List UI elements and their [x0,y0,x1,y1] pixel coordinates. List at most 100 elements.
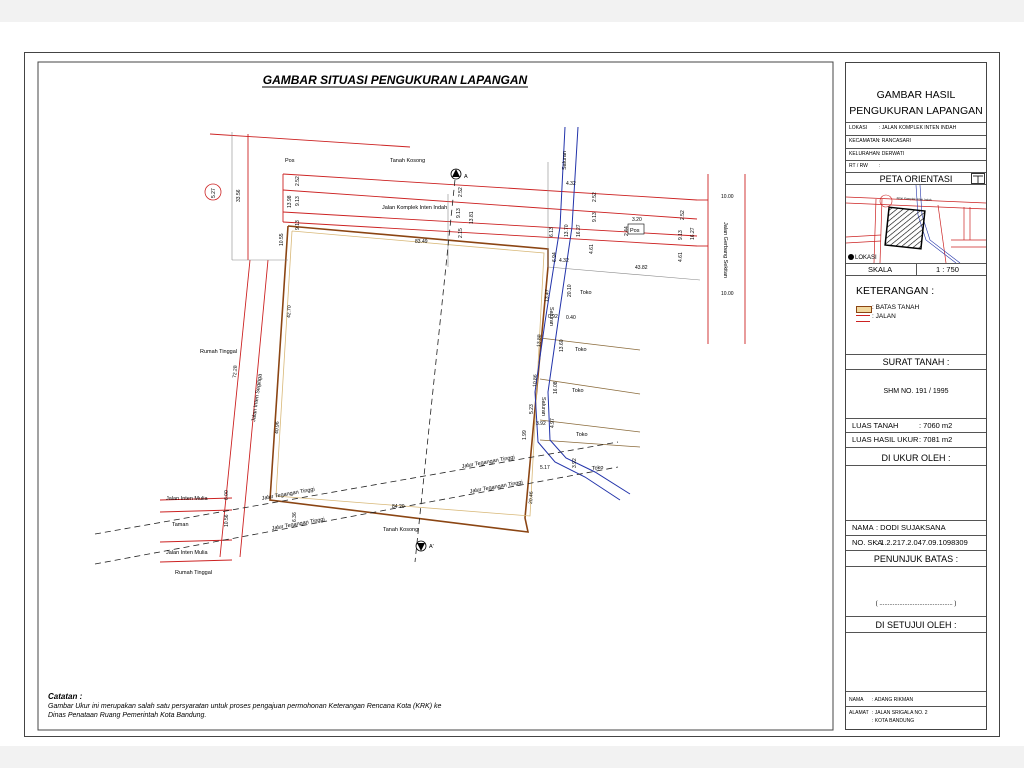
notes-line-2: Dinas Penataan Ruang Pemerintah Kota Ban… [48,712,207,719]
road-mulia-2b [159,559,233,563]
point-markers [204,168,645,552]
dim-d37: 13.60 [559,339,565,352]
toko-line-2 [539,378,641,395]
dim-d7: 13.88 [536,334,543,347]
dim-d4: 84.20 [392,504,405,510]
dim-d49: 9.13 [456,208,462,218]
label-jalan-mulia-1: Jalan Inten Mulia [166,496,209,502]
road-mulia-1a [159,497,233,501]
legend-batas-swatch [856,306,872,313]
nama2-label: NAMA [849,697,864,703]
dim-d12: 10.00 [721,194,734,200]
road-mulia-1b [159,509,233,513]
rule [846,354,986,355]
label-tanah-kosong-bottom: Tanah Kosong [383,527,418,533]
rule [846,706,986,707]
road-komplek-line4 [282,221,698,247]
o-lokasi-label: LOKASI [855,255,877,261]
rule [846,535,986,536]
label-taman: Taman [172,522,189,528]
kelurahan-value: : DERWATI [879,151,905,157]
o-site-hatched [884,206,926,250]
info-panel: GAMBAR HASIL PENGUKURAN LAPANGAN LOKASI … [845,62,987,730]
road-upper-left [209,133,411,148]
rule [846,418,986,419]
shm-number: SHM NO. 191 / 1995 [883,388,949,395]
label-jalur-3: Jalur Tegangan Tinggi [261,487,315,502]
river [534,126,631,501]
keterangan-title: KETERANGAN : [856,285,935,297]
panel-header-1: GAMBAR HASIL [876,89,956,101]
rule [846,616,986,617]
road-komplek-top [282,173,698,201]
dim-d20: 9.13 [295,220,301,230]
dim-d5: 20.46 [528,491,535,504]
grey-lines [231,132,701,281]
rule [846,184,986,185]
lokasi-value: : JALAN KOMPLEK INTEN INDAH [879,125,957,131]
alamat-value-2: : KOTA BANDUNG [872,718,915,724]
dim-d8: 10.86 [532,374,539,387]
map-labels: Pos Tanah Kosong A Jalan Komplek Inten I… [166,151,728,576]
power-line-2 [94,466,619,565]
dim-d21: 13.81 [469,211,475,224]
dim-d44: 6.00 [224,490,230,500]
luas-hasil-label: LUAS HASIL UKUR [852,435,919,444]
o-road-6 [879,198,883,263]
dim-d28: 2.52 [592,192,598,202]
label-saluran-3: Saluran [540,397,546,416]
boundary-inner-line [275,230,545,517]
dim-d46: 5.27 [211,188,217,198]
toko-lines [539,337,641,448]
dim-d18: 9.13 [295,196,301,206]
dim-d27: 9.13 [592,212,598,222]
surat-tanah-title: SURAT TANAH : [882,357,950,367]
skala-label: SKALA [868,265,893,274]
river-line-1 [534,126,621,501]
section-line-a [414,169,457,563]
dim-d13: 10.00 [721,291,734,297]
rule [846,160,986,161]
label-jalur-2: Jalur Tegangan Tinggi [469,480,523,495]
dim-d31: 4.61 [589,244,595,254]
label-toko-1: Toko [580,290,592,296]
rule [846,632,986,633]
label-tanah-kosong-top: Tanah Kosong [390,158,425,164]
north-arrow-icon [971,173,985,184]
map-frame [37,61,834,731]
o-road-1 [846,196,986,204]
toko-line-3 [539,419,641,433]
kelurahan-label: KELURAHAN [849,151,880,157]
rule [846,465,986,466]
lokasi-marker-icon [848,254,854,260]
outer-frame [24,52,1000,737]
pos-box [627,223,645,235]
dim-d50: 2.52 [680,210,686,220]
toko-line-1 [539,337,641,351]
dim-d23: 2.15 [458,228,464,238]
o-road-4 [846,240,882,244]
di-ukur-title: DI UKUR OLEH : [881,453,951,463]
nama-label: NAMA [852,523,874,532]
road-komplek-line2 [282,189,698,220]
rule [846,148,986,149]
luas-tanah-label: LUAS TANAH [852,421,899,430]
notes-line-1: Gambar Ukur ini merupakan salah satu per… [48,703,442,710]
label-jalur-1: Jalur Tegangan Tinggi [461,455,515,470]
skala-value: 1 : 750 [936,265,959,274]
dim-d10: 4.32 [559,258,569,264]
rule [846,447,986,448]
rule [846,172,986,173]
o-road-7 [937,204,947,263]
label-rumah-tinggal-2: Rumah Tinggal [175,570,212,576]
legend-batas-label: : BATAS TANAH [872,304,920,311]
label-toko-5: Toko [592,465,604,472]
peta-orientasi-title: PETA ORIENTASI [879,174,953,184]
label-rumah-tinggal-1: Rumah Tinggal [200,349,237,355]
site-map: GAMBAR SITUASI PENGUKURAN LAPANGAN [37,61,834,731]
dim-d51: 13.70 [564,224,570,237]
dim-d39: 5.23 [529,404,535,414]
dim-d17: 13.98 [287,195,293,208]
o-roundabout [879,194,893,208]
rtrw-label: RT / RW [849,163,868,169]
